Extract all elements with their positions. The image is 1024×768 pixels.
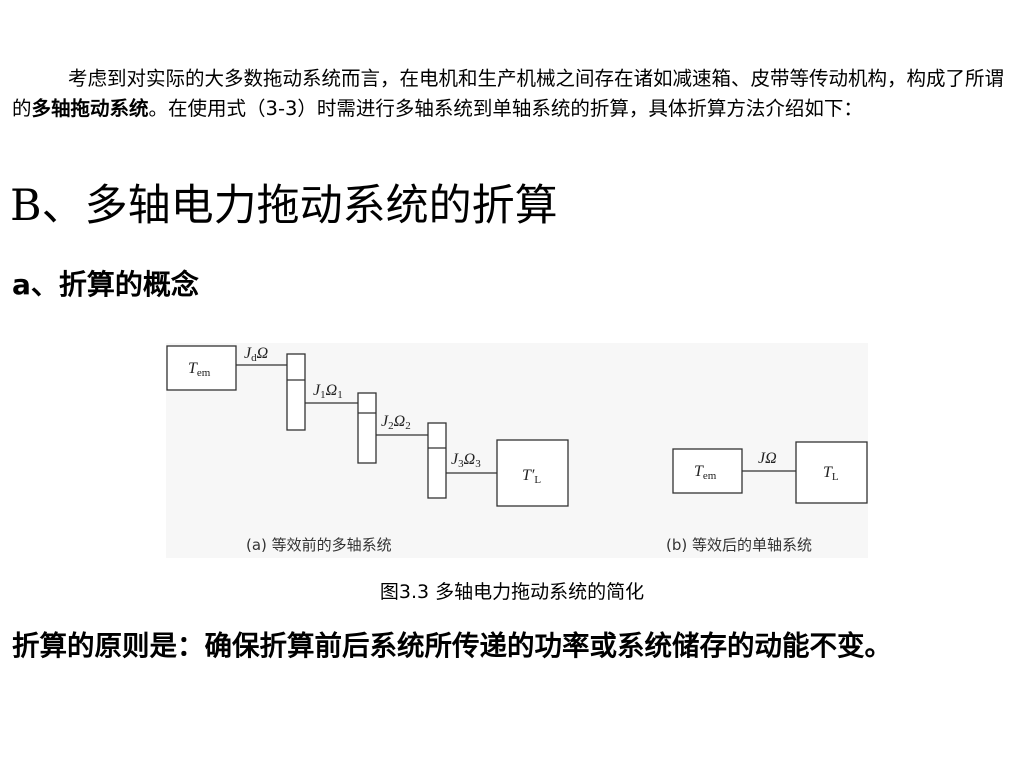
- motor-label-b: Tem: [694, 463, 717, 482]
- shaft-label-d: JdΩ: [244, 345, 268, 364]
- motor-label-a: Tem: [188, 360, 211, 379]
- shaft-label-b: JΩ: [758, 450, 777, 467]
- intro-text-2: 。在使用式（3-3）时需进行多轴系统到单轴系统的折算，具体折算方法介绍如下：: [148, 97, 863, 120]
- gear-2: [357, 392, 377, 464]
- load-box-a: [496, 439, 569, 507]
- load-label-a: T′L: [522, 467, 541, 486]
- shaft-label-1: J1Ω1: [313, 382, 343, 401]
- shaft-label-3: J3Ω3: [451, 451, 481, 470]
- motor-box-a: [166, 345, 237, 391]
- intro-bold-term: 多轴拖动系统: [31, 97, 149, 120]
- load-label-b: TL: [823, 464, 839, 483]
- subsection-heading-a: a、折算的概念: [12, 268, 199, 301]
- figure-caption: 图3.3 多轴电力拖动系统的简化: [379, 581, 645, 603]
- gear-3: [427, 422, 447, 499]
- section-heading-b: B、多轴电力拖动系统的折算: [10, 181, 558, 231]
- load-box-b: [795, 441, 868, 504]
- motor-box-b: [672, 448, 743, 494]
- intro-paragraph: 考虑到对实际的大多数拖动系统而言，在电机和生产机械之间存在诸如减速箱、皮带等传动…: [12, 64, 1004, 124]
- shaft-label-2: J2Ω2: [381, 413, 411, 432]
- caption-a: (a) 等效前的多轴系统: [246, 536, 392, 554]
- caption-b: (b) 等效后的单轴系统: [666, 536, 812, 554]
- gear-1: [286, 353, 306, 431]
- multi-axis-diagram: Tem JdΩ J1Ω1 J2Ω2 J3Ω3 T′L Tem JΩ TL (a)…: [166, 345, 868, 554]
- principle-text: 折算的原则是：确保折算前后系统所传递的功率或系统储存的动能不变。: [12, 630, 892, 662]
- intro-text-1: 考虑到对实际的大多数拖动系统而言，在电机和生产机械之间存在诸如减速箱、皮带等传动…: [12, 67, 1005, 120]
